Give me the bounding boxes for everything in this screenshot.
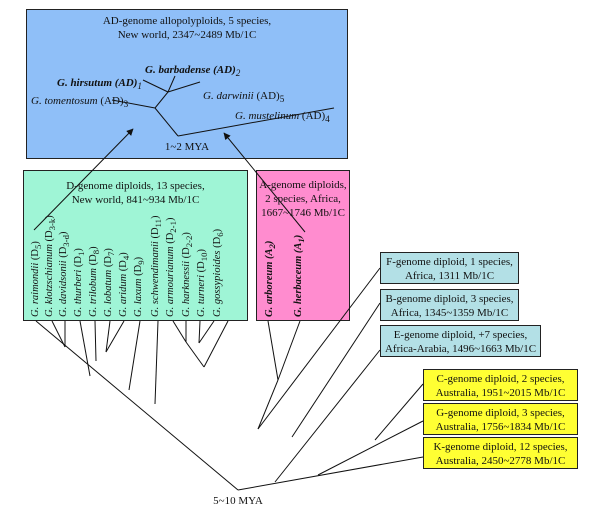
genome-box-line-2: Australia, 2450~2778 Mb/1C bbox=[435, 455, 566, 467]
genome-box-line-1: F-genome diploid, 1 species, bbox=[386, 256, 513, 268]
genome-box-line-1: B-genome diploid, 3 species, bbox=[385, 293, 514, 305]
genome-box-line-1: E-genome diploid, +7 species, bbox=[393, 329, 528, 341]
a-box-title-1: A-genome diploids, bbox=[259, 179, 347, 191]
genome-box-line-1: G-genome diploid, 3 species, bbox=[436, 407, 565, 419]
f-genome-box: F-genome diploid, 1 species, Africa, 1311… bbox=[380, 252, 519, 284]
ad-species-hirsutum: G. hirsutum (AD)1 bbox=[57, 77, 142, 92]
genome-box-line-2: Australia, 1756~1834 Mb/1C bbox=[435, 421, 566, 433]
k-genome-box: K-genome diploid, 12 species, Australia, … bbox=[423, 437, 578, 469]
ad-subtree bbox=[111, 75, 335, 137]
c-genome-box: C-genome diploid, 2 species, Australia, 1… bbox=[423, 369, 578, 401]
d-genome-box bbox=[23, 170, 248, 321]
root-age-label: 5~10 MYA bbox=[213, 495, 263, 507]
b-genome-box: B-genome diploid, 3 species, Africa, 1345… bbox=[380, 289, 519, 321]
a-box-title-3: 1667~1746 Mb/1C bbox=[261, 207, 345, 219]
d-box-title-2: New world, 841~934 Mb/1C bbox=[71, 194, 200, 206]
ad-box-title-1: AD-genome allopolyploids, 5 species, bbox=[102, 15, 272, 27]
ad-age-label: 1~2 MYA bbox=[164, 141, 210, 153]
d-box-title-1: D-genome diploids, 13 species, bbox=[66, 180, 205, 192]
a-to-ad-arrow bbox=[223, 132, 306, 233]
a-box-title-2: 2 species, Africa, bbox=[265, 193, 341, 205]
a-genome-box bbox=[256, 170, 350, 321]
ad-species-tomentosum: G. tomentosum (AD)3 bbox=[31, 95, 129, 110]
main-tree bbox=[35, 267, 424, 491]
genome-box-line-1: C-genome diploid, 2 species, bbox=[436, 373, 565, 385]
ad-species-barbadense: G. barbadense (AD)2 bbox=[145, 64, 241, 79]
e-genome-box: E-genome diploid, +7 species, Africa-Arab… bbox=[380, 325, 541, 357]
g-genome-box: G-genome diploid, 3 species, Australia, 1… bbox=[423, 403, 578, 435]
genome-box-line-2: Australia, 1951~2015 Mb/1C bbox=[435, 387, 566, 399]
genome-box-line-1: K-genome diploid, 12 species, bbox=[433, 441, 568, 453]
ad-species-darwinii: G. darwinii (AD)5 bbox=[203, 90, 285, 105]
ad-box-title-2: New world, 2347~2489 Mb/1C bbox=[117, 29, 257, 41]
genome-box-line-2: Africa, 1345~1359 Mb/1C bbox=[390, 307, 509, 319]
d-to-ad-arrow bbox=[33, 128, 134, 231]
genome-box-line-2: Africa-Arabia, 1496~1663 Mb/1C bbox=[384, 343, 537, 355]
genome-box-line-2: Africa, 1311 Mb/1C bbox=[404, 270, 495, 282]
